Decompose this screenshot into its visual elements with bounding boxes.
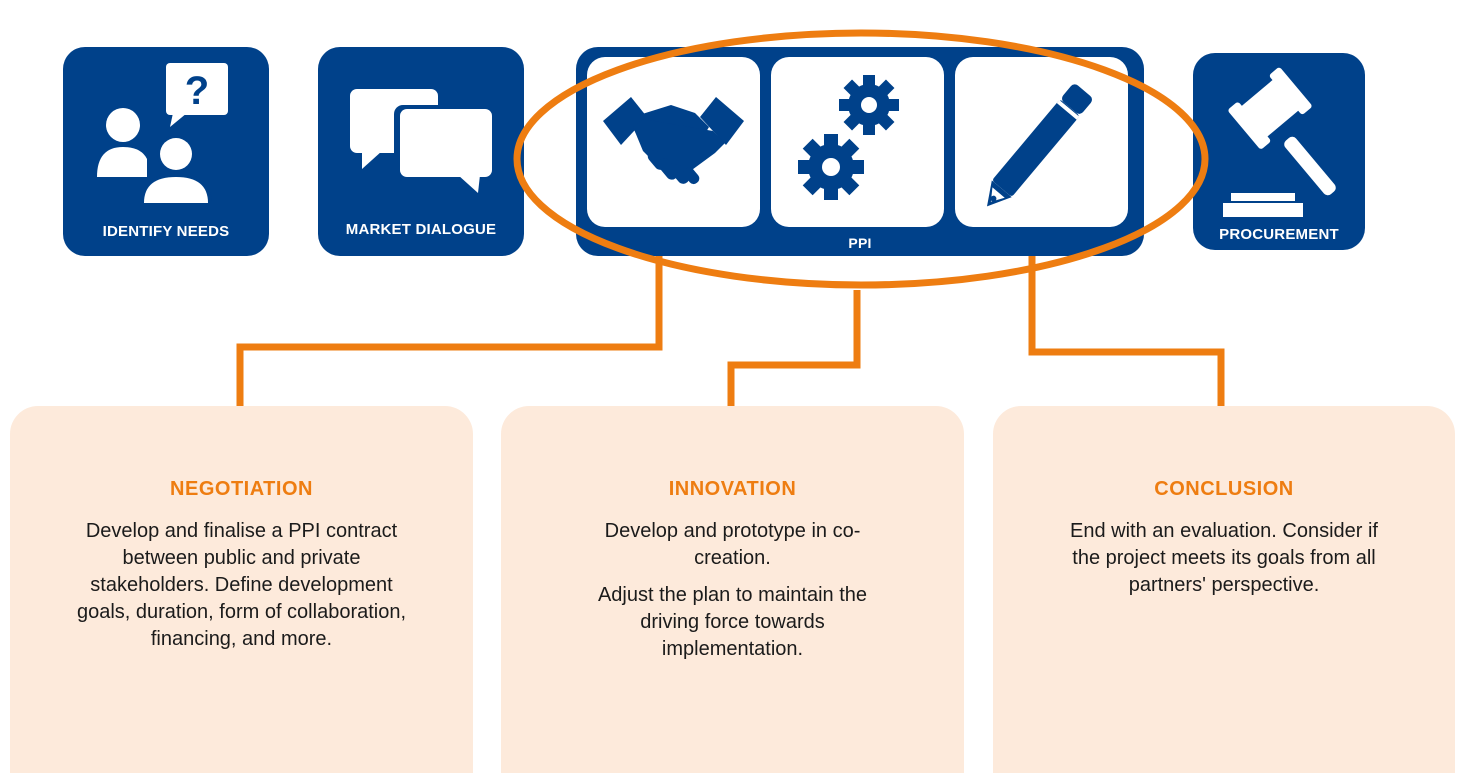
ppi-label: PPI [848, 235, 872, 251]
innovation-paragraph-2: Adjust the plan to maintain the driving … [597, 584, 868, 660]
innovation-box: INNOVATION Develop and prototype in co-c… [501, 406, 964, 773]
gears-icon [798, 75, 899, 200]
connector-innovation [727, 290, 861, 406]
conclusion-title: CONCLUSION [1154, 478, 1294, 500]
gears-card [771, 57, 944, 227]
innovation-paragraph-1: Develop and prototype in co-creation. [604, 520, 861, 569]
innovation-title: INNOVATION [668, 478, 797, 500]
identify-needs-tile: ? IDENTIFY NEEDS [63, 47, 269, 256]
ppi-tile: PPI [576, 47, 1144, 256]
conclusion-paragraph: End with an evaluation. Consider if the … [1070, 520, 1378, 596]
conclusion-box: CONCLUSION End with an evaluation. Consi… [993, 406, 1455, 773]
connector-conclusion [1028, 256, 1225, 406]
negotiation-title: NEGOTIATION [170, 478, 313, 500]
connector-negotiation [236, 256, 663, 406]
negotiation-paragraph: Develop and finalise a PPI contract betw… [76, 520, 407, 650]
negotiation-text: Develop and finalise a PPI contract betw… [70, 518, 413, 663]
speech-bubbles-icon [350, 89, 496, 193]
handshake-icon [603, 97, 744, 185]
pencil-card [955, 57, 1128, 227]
procurement-tile: PROCUREMENT [1193, 53, 1365, 250]
svg-text:?: ? [185, 69, 209, 113]
conclusion-text: End with an evaluation. Consider if the … [1063, 518, 1385, 609]
gavel-icon [1223, 67, 1336, 217]
market-dialogue-label: MARKET DIALOGUE [345, 221, 497, 238]
handshake-card [587, 57, 760, 227]
people-question-icon: ? [97, 63, 228, 205]
innovation-text: Develop and prototype in co-creation. Ad… [579, 518, 886, 673]
negotiation-box: NEGOTIATION Develop and finalise a PPI c… [10, 406, 473, 773]
market-dialogue-tile: MARKET DIALOGUE [318, 47, 524, 256]
procurement-label: PROCUREMENT [1219, 226, 1339, 243]
pencil-icon [987, 84, 1092, 207]
identify-needs-label: IDENTIFY NEEDS [102, 223, 230, 240]
